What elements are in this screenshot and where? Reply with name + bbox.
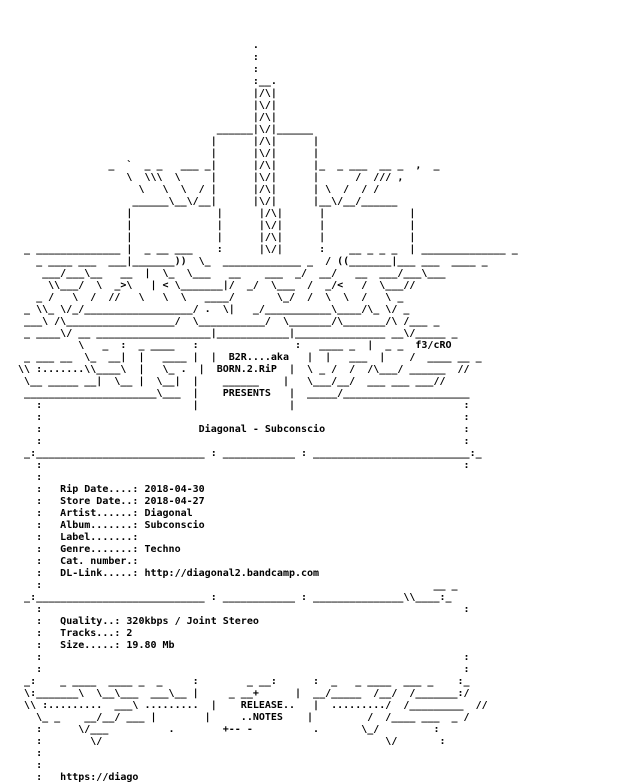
art-line: |/\| [6,112,277,123]
info-album: : Album.......: Subconscio [6,520,205,531]
release-notes-line: \_ _ __/__/ ___ | | ..NOTES | / /____ __… [6,712,470,723]
info-quality: : Quality..: 320kbps / Joint Stereo [6,616,259,627]
art-line: : \/ \/ : [6,736,446,747]
info-url: : https://diago [6,772,139,783]
info-artist: : Artist......: Diagonal [6,508,193,519]
art-line: : : [6,664,470,675]
art-line: | | |\/| | | [6,220,416,231]
art-line: : [6,748,43,759]
art-line: : : [6,412,470,423]
group-name-line: \\ :.......\\____\ | \_ . | BORN.2.RiP |… [6,364,470,375]
art-line [6,4,632,16]
art-line: : [6,472,43,483]
art-line: _ / \ / // \ \ \ ____/ \_/ / \ \ / \ _ [6,292,404,303]
art-line: ______\__\/__| |\/| |__\/__/______ [6,196,398,207]
art-line: _ ____\/ __ ___________________|________… [6,328,458,339]
art-line: _: _ ____ ____ _ _ : _ __: : _ _ ____ __… [6,676,470,687]
art-line: : : [6,652,470,663]
divider-line: _:____________________________ : _______… [6,592,452,603]
art-line: _ ______________ | _ __ ___ : |\/| : __ … [6,244,518,255]
art-line: | |\/| | [6,148,320,159]
divider-line: _:____________________________ : _______… [6,448,482,459]
release-notes-line: \\ :......... ___\ ......... | RELEASE..… [6,700,488,711]
art-line: : [6,52,259,63]
info-cat-number: : Cat. number.: [6,556,139,567]
art-line: \\___/ \ _>\ | < \_______|/ _/ \___ / _/… [6,280,416,291]
art-line: |/\| [6,88,277,99]
art-line [6,16,632,28]
info-tracks: : Tracks...: 2 [6,628,133,639]
art-line [6,28,632,40]
art-line: : [6,64,259,75]
art-line: ______|\/|______ [6,124,314,135]
art-line: \ \ \ / | |/\| | \ / / / [6,184,380,195]
art-line: \__ _____ __| \__ | \__| | ______ | \___… [6,376,446,387]
info-store-date: : Store Date..: 2018-04-27 [6,496,205,507]
art-line: |\/| [6,100,277,111]
presents-line: ______________________\___ | PRESENTS | … [6,388,470,399]
art-line: : : [6,460,470,471]
info-rip-date: : Rip Date....: 2018-04-30 [6,484,205,495]
art-line: : __ _ [6,580,458,591]
art-line: ___/___\__ __ | \_ \___ __ ___ _/ __/ __… [6,268,446,279]
info-genre: : Genre.......: Techno [6,544,181,555]
art-line: | | |/\| | | [6,208,416,219]
art-line: _ ____ ___ ___|_______)) \_ ____________… [6,256,488,267]
art-line: \:_______\ \__\___ ___\__ | _ __+ | __/_… [6,688,470,699]
release-title-line: : Diagonal - Subconscio : [6,424,470,435]
art-line: | | |/\| | | [6,232,416,243]
art-line: ___\ /\__________________/ \___________/… [6,316,440,327]
art-line: : \/___ . +-- - . \_/ : [6,724,440,735]
art-line: _ ` _ _ ___ _| |/\| |_ _ ___ __ _ , _ [6,160,440,171]
art-line: : : [6,604,470,615]
art-line: | |/\| | [6,136,320,147]
art-line: :__. [6,76,277,87]
art-line: . [6,40,259,51]
info-label: : Label.......: [6,532,139,543]
info-dl-link: : DL-Link.....: http://diagonal2.bandcam… [6,568,320,579]
art-line: \ \\\ \ | |\/| | / /// , [6,172,404,183]
group-credit-line: \ _ : _ ____ : : ____ _ | _ _ f3/cRO [6,340,452,351]
art-line: _ \\_ \/_/__________________/ . \| _/___… [6,304,410,315]
art-line: : : [6,436,470,447]
info-size: : Size.....: 19.80 Mb [6,640,175,651]
group-name-line: _ ___ __ \_ __| | ____ | | B2R....aka | … [6,352,482,363]
art-line: : | | : [6,400,470,411]
art-line: : [6,760,43,771]
